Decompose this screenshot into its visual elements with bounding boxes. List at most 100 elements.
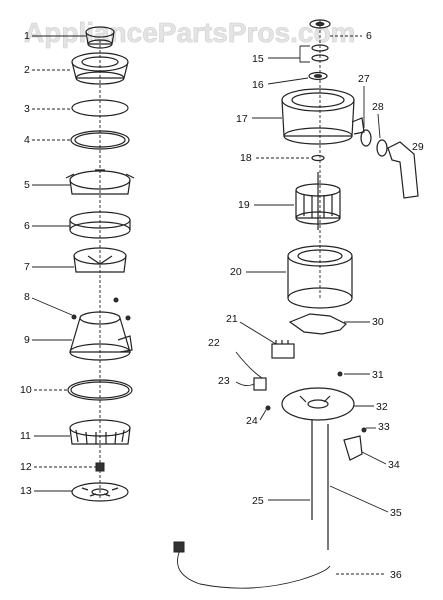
callout-21: 21 — [226, 313, 277, 345]
callout-35: 35 — [329, 485, 402, 519]
svg-text:19: 19 — [238, 199, 250, 211]
callout-12: 12 — [20, 461, 96, 473]
svg-text:18: 18 — [240, 152, 252, 164]
svg-text:13: 13 — [20, 485, 32, 497]
callout-3: 3 — [24, 103, 72, 115]
callout-22: 22 — [208, 337, 220, 349]
svg-text:29: 29 — [412, 141, 424, 153]
part-sink-flange — [71, 52, 129, 85]
part-shredder-ring — [69, 419, 131, 445]
svg-text:25: 25 — [252, 495, 264, 507]
callout-28: 28 — [372, 101, 384, 139]
part-flywheel — [71, 482, 129, 502]
part-seal — [360, 129, 372, 147]
callout-1: 1 — [24, 30, 86, 42]
callout-19: 19 — [238, 199, 294, 211]
callout-6-right: 6 — [330, 30, 372, 42]
part-shaft-seal — [311, 154, 325, 162]
svg-text:31: 31 — [372, 369, 384, 381]
callout-34: 34 — [361, 451, 400, 471]
part-terminal — [235, 377, 267, 391]
callout-31: 31 — [344, 369, 384, 381]
watermark: AppliancePartsPros.com — [24, 17, 355, 48]
part-switch — [271, 340, 295, 359]
callout-13: 13 — [20, 485, 72, 497]
part-clamp-ring — [376, 139, 388, 157]
callout-29: 29 — [412, 141, 424, 153]
svg-text:23: 23 — [218, 375, 230, 387]
callout-33: 33 — [366, 421, 390, 433]
svg-text:12: 12 — [20, 461, 32, 473]
part-insulator — [288, 313, 348, 335]
svg-text:36: 36 — [390, 569, 402, 581]
callout-11: 11 — [20, 430, 70, 442]
part-screws — [71, 297, 131, 321]
part-screw-cover — [361, 427, 367, 433]
svg-text:27: 27 — [358, 73, 370, 85]
svg-text:7: 7 — [24, 261, 30, 273]
part-washers — [311, 44, 329, 62]
part-stator — [287, 245, 353, 309]
callout-7: 7 — [24, 261, 74, 273]
part-end-bell — [281, 387, 355, 421]
callout-27: 27 — [358, 73, 370, 128]
callout-8: 8 — [24, 291, 73, 316]
callout-10: 10 — [20, 384, 68, 396]
svg-text:5: 5 — [24, 179, 30, 191]
part-o-ring — [67, 379, 133, 401]
svg-text:11: 11 — [20, 430, 31, 442]
svg-text:32: 32 — [376, 401, 388, 413]
part-bearing-top — [309, 19, 331, 29]
svg-text:8: 8 — [24, 291, 30, 303]
svg-text:4: 4 — [24, 134, 30, 146]
part-screw-small — [337, 371, 343, 377]
callout-24: 24 — [246, 409, 267, 427]
part-wire — [235, 351, 263, 379]
svg-text:15: 15 — [252, 53, 264, 65]
part-discharge-elbow — [387, 141, 419, 199]
part-cover-plate — [343, 435, 363, 461]
part-hopper — [69, 311, 133, 361]
callout-9: 9 — [24, 334, 72, 346]
callout-23: 23 — [218, 375, 230, 387]
callout-6: 6 — [24, 220, 70, 232]
part-screw — [265, 405, 271, 411]
svg-text:30: 30 — [372, 316, 384, 328]
svg-text:9: 9 — [24, 334, 30, 346]
callout-17: 17 — [236, 113, 282, 125]
callout-5: 5 — [24, 179, 70, 191]
part-nut — [95, 462, 105, 472]
svg-text:10: 10 — [20, 384, 32, 396]
svg-text:21: 21 — [226, 313, 238, 325]
svg-text:6: 6 — [24, 220, 30, 232]
callout-16: 16 — [252, 77, 309, 91]
svg-text:28: 28 — [372, 101, 384, 113]
callout-4: 4 — [24, 134, 71, 146]
part-backup-ring — [70, 130, 130, 150]
part-mounting-ring — [65, 169, 135, 195]
svg-text:3: 3 — [24, 103, 30, 115]
part-clamp — [69, 211, 131, 239]
svg-text:6: 6 — [366, 30, 372, 42]
part-baffle — [73, 247, 127, 273]
svg-text:24: 24 — [246, 415, 258, 427]
svg-text:2: 2 — [24, 64, 30, 76]
svg-text:17: 17 — [236, 113, 248, 125]
part-stopper — [85, 26, 115, 49]
svg-text:1: 1 — [24, 30, 30, 42]
part-rotor — [295, 172, 341, 230]
svg-text:35: 35 — [390, 507, 402, 519]
callout-2: 2 — [24, 64, 72, 76]
callout-30: 30 — [344, 316, 384, 328]
part-housing — [281, 88, 365, 145]
part-power-cord — [173, 541, 331, 589]
part-gasket — [71, 99, 129, 117]
callout-18: 18 — [240, 152, 310, 164]
part-bearing — [308, 71, 328, 81]
callout-25: 25 — [252, 495, 310, 507]
svg-text:16: 16 — [252, 79, 264, 91]
svg-text:20: 20 — [230, 266, 242, 278]
callout-36: 36 — [336, 569, 402, 581]
svg-text:22: 22 — [208, 337, 220, 349]
